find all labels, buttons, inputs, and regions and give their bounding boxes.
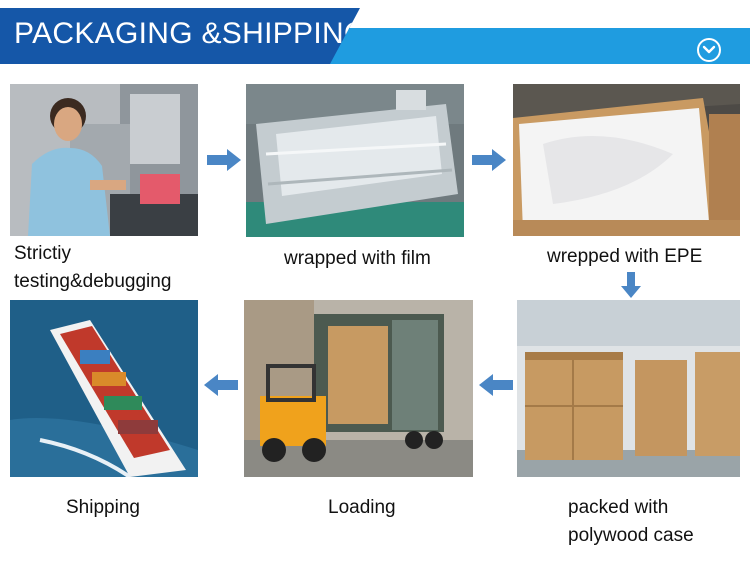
caption-line: packed with [568,497,669,518]
header-tab: PACKAGING &SHIPPING [0,8,368,64]
caption-line: polywood case [568,525,694,546]
caption-wrapped-epe: wrepped with EPE [547,246,703,267]
photo-loading [244,300,473,477]
caption-loading: Loading [328,497,396,518]
caption-line: Strictiy [14,243,71,264]
caption-wrapped-film: wrapped with film [284,248,431,269]
arrow-icon [207,149,241,176]
header-banner: PACKAGING &SHIPPING [0,8,750,64]
photo-wrapped-film [246,84,464,237]
photo-wrapped-epe [513,84,740,236]
photo-polywood-case [517,300,740,477]
caption-testing-debugging: Strictiy testing&debugging [14,240,171,296]
photo-testing-debugging [10,84,198,236]
arrow-icon [479,374,513,401]
arrow-icon [472,149,506,176]
caption-line: testing&debugging [14,271,172,292]
chevron-down-icon[interactable] [697,38,721,62]
photo-shipping [10,300,198,477]
page-title: PACKAGING &SHIPPING [14,17,368,50]
arrow-icon [204,374,238,401]
caption-polywood-case: packed with polywood case [568,494,694,550]
arrow-icon [621,272,641,303]
caption-shipping: Shipping [66,497,140,518]
